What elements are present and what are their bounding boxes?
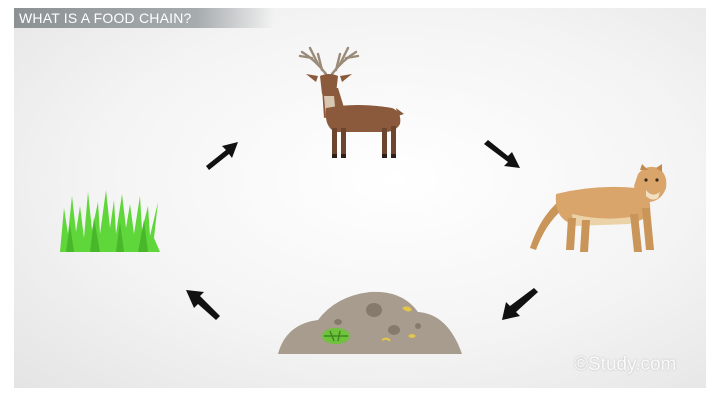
- watermark: ©Study.com: [574, 354, 677, 375]
- arrow-deer-to-cougar: [484, 140, 520, 168]
- deer-icon: [298, 46, 404, 158]
- soil-mound-icon: [278, 291, 462, 354]
- arrow-grass-to-deer: [206, 142, 238, 170]
- title-bar: WHAT IS A FOOD CHAIN?: [14, 8, 274, 28]
- page-title: WHAT IS A FOOD CHAIN?: [19, 10, 192, 26]
- arrow-cougar-to-decomposers: [502, 288, 538, 320]
- cougar-icon: [530, 164, 667, 252]
- slide: WHAT IS A FOOD CHAIN?: [14, 8, 706, 388]
- arrow-decomposers-to-grass: [186, 290, 220, 320]
- grass-icon: [60, 190, 160, 252]
